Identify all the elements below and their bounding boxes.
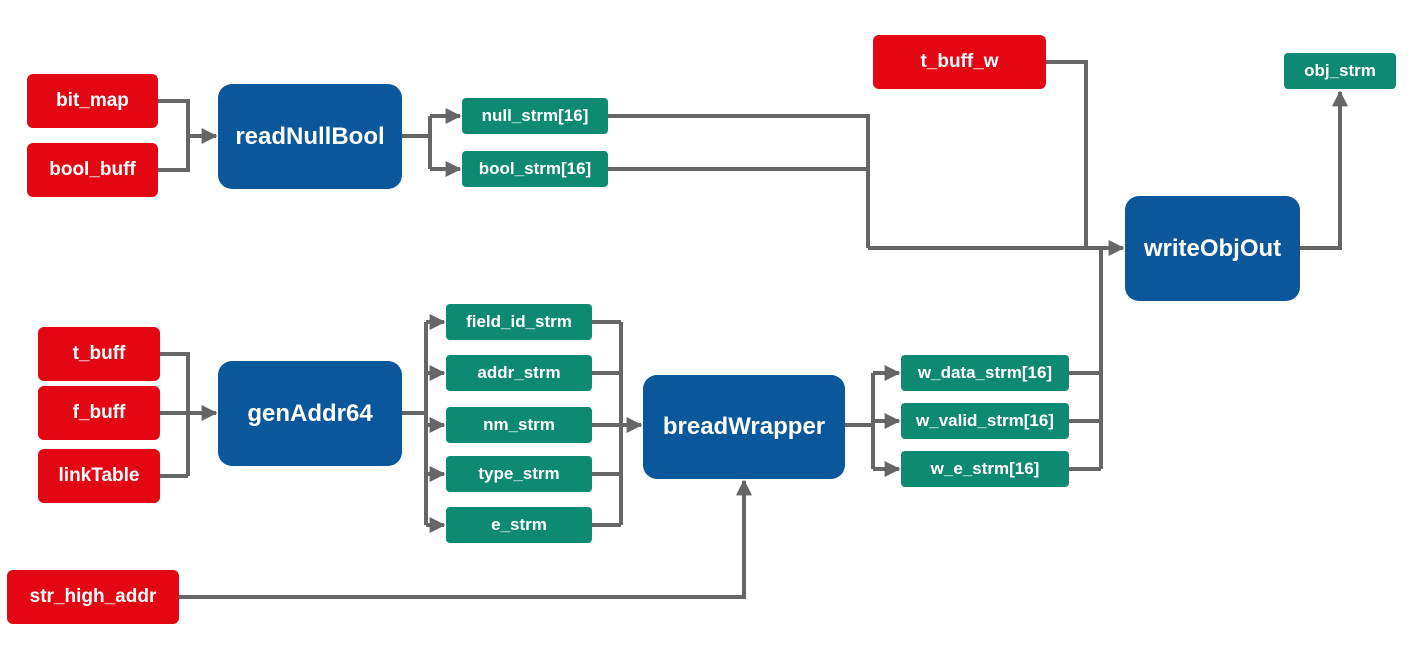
wire-t-buff (160, 352, 190, 476)
stream-null-strm: null_strm[16] (462, 98, 608, 134)
stream-obj-strm: obj_strm (1284, 53, 1396, 89)
stream-nm-strm: nm_strm (446, 407, 592, 443)
arrow-str-high-addr (179, 479, 752, 599)
input-f-buff: f_buff (38, 386, 160, 440)
stream-type-strm: type_strm (446, 456, 592, 492)
wire-bit-map (158, 99, 190, 136)
process-genaddr64: genAddr64 (218, 361, 402, 466)
wire-null-strm (608, 114, 870, 248)
input-t-buff: t_buff (38, 327, 160, 381)
input-str-high-addr: str_high_addr (7, 570, 179, 624)
stream-w-e-strm: w_e_strm[16] (901, 451, 1069, 487)
stream-addr-strm: addr_strm (446, 355, 592, 391)
stream-bool-strm: bool_strm[16] (462, 151, 608, 187)
process-writeobjout: writeObjOut (1125, 196, 1300, 301)
input-t-buff-w: t_buff_w (873, 35, 1046, 89)
input-bit-map: bit_map (27, 74, 158, 128)
arrow-into-obj-strm (1300, 90, 1348, 250)
wire-bool-buff (158, 136, 190, 172)
stream-w-valid-strm: w_valid_strm[16] (901, 403, 1069, 439)
process-readnullbool: readNullBool (218, 84, 402, 189)
stream-e-strm: e_strm (446, 507, 592, 543)
stream-field-id-strm: field_id_strm (446, 304, 592, 340)
input-bool-buff: bool_buff (27, 143, 158, 197)
input-linktable: linkTable (38, 449, 160, 503)
stream-w-data-strm: w_data_strm[16] (901, 355, 1069, 391)
wire-t-buff-w (1046, 60, 1088, 248)
process-breadwrapper: breadWrapper (643, 375, 845, 479)
